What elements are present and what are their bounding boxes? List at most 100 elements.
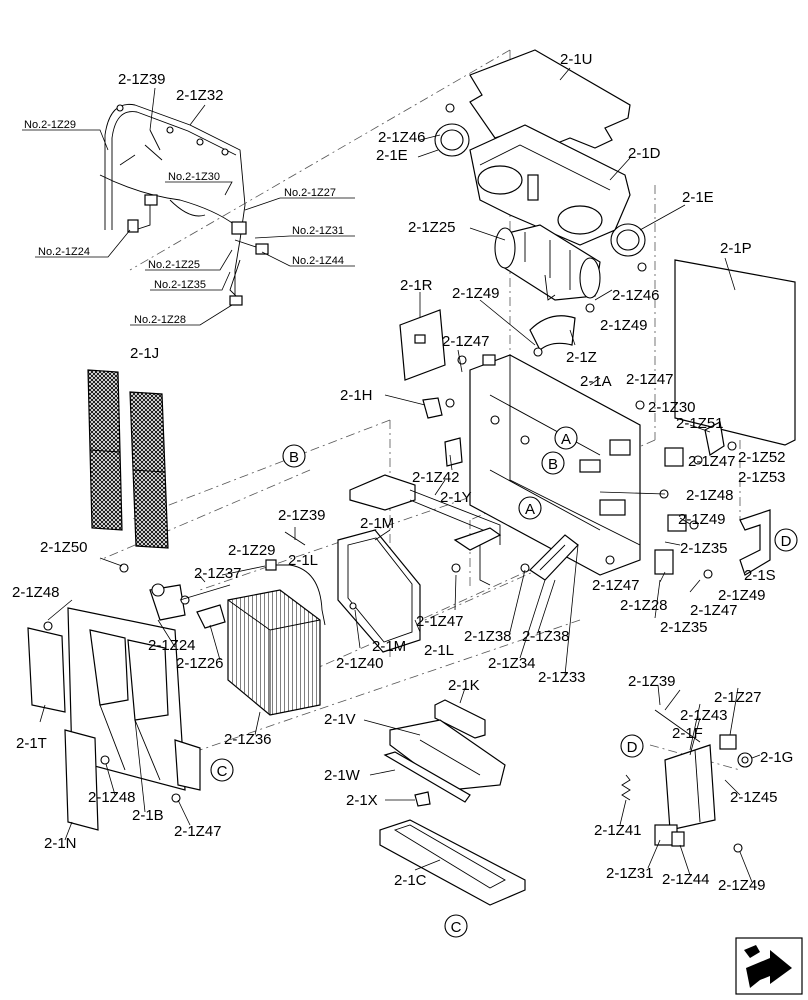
label-2-1Z49: 2-1Z49 — [600, 317, 648, 334]
label-2-1Z29: 2-1Z29 — [228, 542, 276, 559]
label-2-1E: 2-1E — [376, 147, 408, 164]
part-2-1C-side-flap — [174, 739, 201, 791]
label-2-1R: 2-1R — [400, 277, 433, 294]
label-2-1A: 2-1A — [580, 373, 612, 390]
label-2-1Z47: 2-1Z47 — [592, 577, 640, 594]
leader-lines — [39, 67, 761, 883]
part-labels: 2-1U 2-1Z46 2-1E 2-1D 2-1E 2-1Z25 2-1Z46… — [12, 51, 793, 894]
ref-label: A — [561, 431, 571, 448]
label-2-1Z48: 2-1Z48 — [88, 789, 136, 806]
ref-circle-a1: A — [554, 426, 578, 450]
next-page-arrow-icon[interactable] — [735, 937, 803, 995]
label-2-1F: 2-1F — [672, 725, 703, 742]
ref-label: C — [451, 919, 462, 936]
part-2-1Z41-spring — [621, 774, 631, 801]
label-2-1E: 2-1E — [682, 189, 714, 206]
ref-circle-b1: B — [282, 444, 306, 468]
label-no-2-1Z24: No.2-1Z24 — [38, 246, 90, 258]
part-2-1G-grommet — [737, 752, 753, 768]
label-2-1Z39: 2-1Z39 — [278, 507, 326, 524]
part-2-1Z42-pad — [444, 437, 463, 467]
label-2-1Z31: 2-1Z31 — [606, 865, 654, 882]
part-2-1Z27-connector — [719, 734, 737, 750]
label-2-1D: 2-1D — [628, 145, 661, 162]
part-2-1Z28-actuator — [654, 549, 674, 575]
label-2-1Z51: 2-1Z51 — [676, 415, 724, 432]
label-2-1Z40: 2-1Z40 — [336, 655, 384, 672]
part-2-1N-side-plate — [64, 729, 99, 831]
part-2-1Z-strap — [529, 315, 576, 351]
ref-label: D — [627, 739, 638, 756]
ref-circle-a3: A — [518, 496, 542, 520]
label-2-1Z42: 2-1Z42 — [412, 469, 460, 486]
label-2-1Z: 2-1Z — [566, 349, 597, 366]
label-2-1L: 2-1L — [424, 642, 454, 659]
ref-label: A — [525, 501, 535, 518]
label-2-1Z48: 2-1Z48 — [12, 584, 60, 601]
label-2-1Z47: 2-1Z47 — [174, 823, 222, 840]
part-2-1Z36-evaporator-core — [227, 589, 321, 716]
label-2-1Z26: 2-1Z26 — [176, 655, 224, 672]
part-2-1Z30-sensor — [664, 447, 703, 467]
label-2-1L: 2-1L — [288, 552, 318, 569]
label-2-1Z35: 2-1Z35 — [680, 540, 728, 557]
part-2-1C-drain-pan — [379, 819, 526, 906]
part-2-1Z44-relay — [654, 824, 685, 847]
label-2-1Z39: 2-1Z39 — [628, 673, 676, 690]
label-2-1Z30: 2-1Z30 — [648, 399, 696, 416]
part-2-1Z26-fitting — [196, 604, 226, 629]
label-2-1Z45: 2-1Z45 — [730, 789, 778, 806]
part-2-1E-ring-left — [434, 123, 470, 157]
label-2-1T: 2-1T — [16, 735, 47, 752]
label-2-1Z41: 2-1Z41 — [594, 822, 642, 839]
ref-circle-b2: B — [541, 451, 565, 475]
label-2-1Z25: 2-1Z25 — [408, 219, 456, 236]
label-no-2-1Z35: No.2-1Z35 — [154, 279, 206, 291]
label-2-1Z39: 2-1Z39 — [118, 71, 166, 88]
harness-labels: No.2-1Z29 No.2-1Z30 No.2-1Z27 No.2-1Z31 … — [24, 119, 344, 326]
part-2-1J-filters — [87, 369, 169, 549]
label-2-1Z49: 2-1Z49 — [718, 877, 766, 894]
label-2-1Z49: 2-1Z49 — [678, 511, 726, 528]
label-2-1Z35: 2-1Z35 — [660, 619, 708, 636]
part-2-1K-foam — [434, 699, 486, 739]
part-2-1D-blower-housing — [469, 124, 631, 246]
label-no-2-1Z29: No.2-1Z29 — [24, 119, 76, 131]
label-2-1S: 2-1S — [744, 567, 776, 584]
label-2-1J: 2-1J — [130, 345, 159, 362]
ref-circle-c1: C — [210, 758, 234, 782]
label-2-1K: 2-1K — [448, 677, 480, 694]
part-2-1H-clip — [422, 397, 443, 419]
part-2-1M-gasket-frame — [337, 529, 421, 653]
part-2-1R-plate — [399, 309, 446, 381]
label-2-1Z38: 2-1Z38 — [522, 628, 570, 645]
label-2-1Z47: 2-1Z47 — [688, 453, 736, 470]
part-2-1U-cover-plate — [469, 49, 631, 149]
ref-label: C — [217, 763, 228, 780]
ref-label: D — [781, 533, 792, 550]
label-2-1Z47: 2-1Z47 — [416, 613, 464, 630]
part-2-1Z24-expansion-valve — [149, 583, 190, 621]
label-2-1Z48: 2-1Z48 — [686, 487, 734, 504]
label-2-1Z27: 2-1Z27 — [714, 689, 762, 706]
label-2-1Z53: 2-1Z53 — [738, 469, 786, 486]
label-2-1G: 2-1G — [760, 749, 793, 766]
label-2-1Z24: 2-1Z24 — [148, 637, 196, 654]
label-2-1Z46: 2-1Z46 — [378, 129, 426, 146]
part-2-1Y-frame — [349, 474, 502, 586]
part-2-1Z29-pipe — [265, 559, 326, 626]
label-2-1Z36: 2-1Z36 — [224, 731, 272, 748]
label-2-1Y: 2-1Y — [440, 489, 472, 506]
ref-circle-d1: D — [774, 528, 798, 552]
label-2-1Z47: 2-1Z47 — [626, 371, 674, 388]
label-2-1Z47: 2-1Z47 — [690, 602, 738, 619]
part-2-1B-front-cover — [67, 607, 186, 791]
part-2-1P-sheet — [674, 259, 796, 446]
label-2-1W: 2-1W — [324, 767, 361, 784]
label-no-2-1Z25: No.2-1Z25 — [148, 259, 200, 271]
label-2-1N: 2-1N — [44, 835, 77, 852]
label-2-1Z32: 2-1Z32 — [176, 87, 224, 104]
ref-label: B — [548, 456, 558, 473]
label-2-1Z50: 2-1Z50 — [40, 539, 88, 556]
